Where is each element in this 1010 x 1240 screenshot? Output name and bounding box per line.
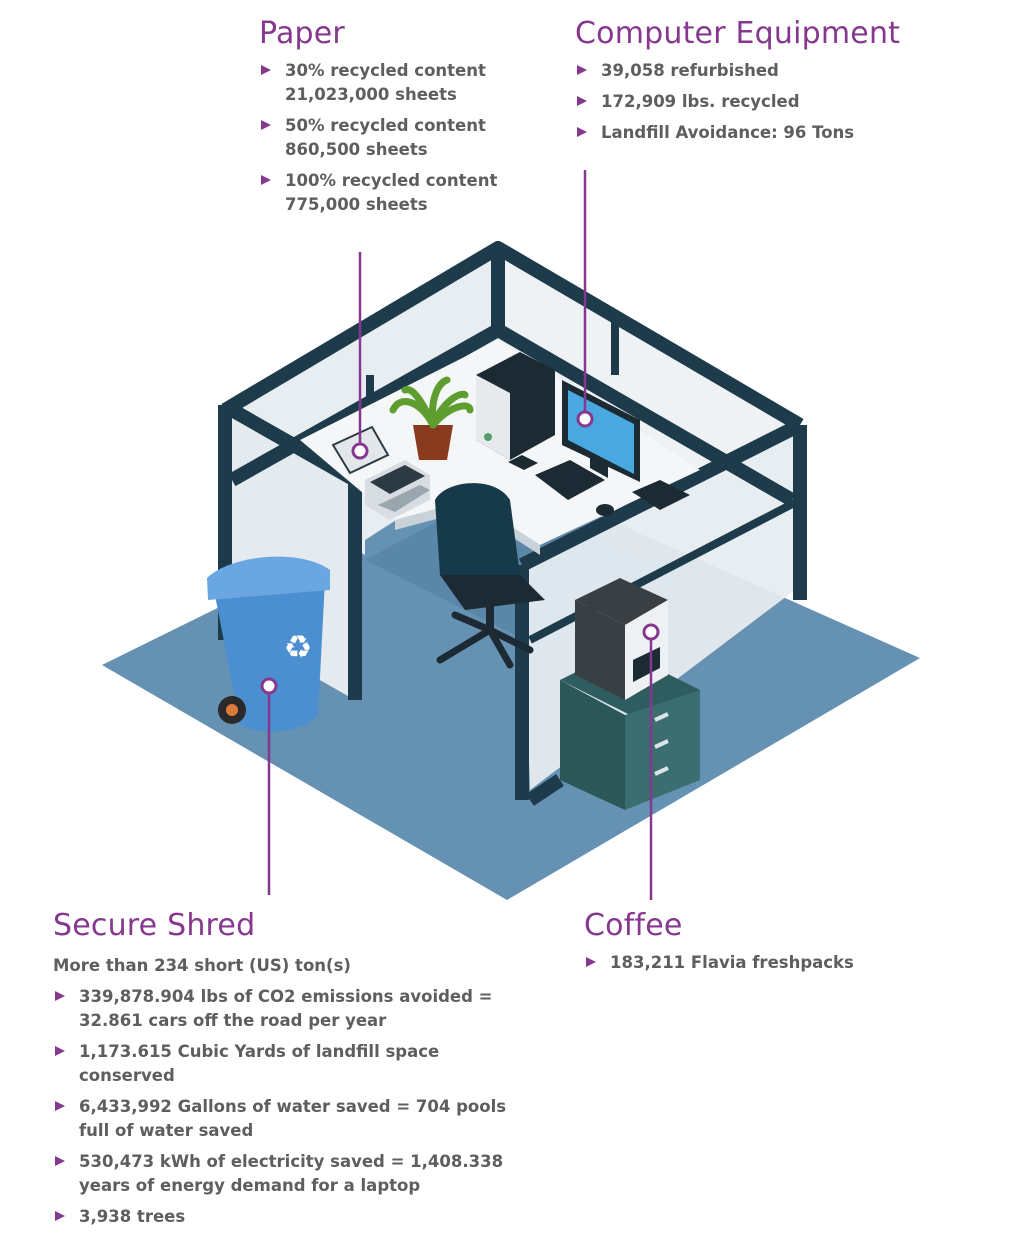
- list-item: 30% recycled content 21,023,000 sheets: [259, 59, 559, 107]
- coffee-machine: [575, 578, 668, 700]
- list-item: Landfill Avoidance: 96 Tons: [575, 121, 995, 145]
- list-item: 3,938 trees: [53, 1205, 513, 1229]
- callout-dots: [260, 410, 660, 695]
- router: [632, 480, 690, 510]
- list-item: 172,909 lbs. recycled: [575, 90, 995, 114]
- recycle-icon: ♻: [284, 628, 313, 666]
- keyboard: [535, 460, 605, 500]
- callout-dot-shred: [260, 677, 278, 695]
- list-item: 1,173.615 Cubic Yards of landfill space …: [53, 1040, 513, 1088]
- paper-list: 30% recycled content 21,023,000 sheets 50…: [259, 59, 559, 217]
- callout-dot-computer: [576, 410, 594, 428]
- shred-list: 339,878.904 lbs of CO2 emissions avoided…: [53, 985, 513, 1229]
- office-chair: [435, 483, 545, 669]
- coffee-section: Coffee 183,211 Flavia freshpacks: [584, 908, 984, 975]
- callout-dot-coffee: [642, 623, 660, 641]
- list-item: 339,878.904 lbs of CO2 emissions avoided…: [53, 985, 513, 1033]
- coffee-title: Coffee: [584, 908, 683, 943]
- printer: [365, 460, 430, 520]
- shred-section: Secure Shred More than 234 short (US) to…: [53, 908, 513, 1229]
- list-item: 530,473 kWh of electricity saved = 1,408…: [53, 1150, 513, 1198]
- recycling-bin: ♻: [207, 556, 330, 732]
- desk-edge: [395, 500, 540, 555]
- list-item: 39,058 refurbished: [575, 59, 995, 83]
- list-item: 183,211 Flavia freshpacks: [584, 951, 984, 975]
- computer-tower: [476, 352, 555, 460]
- list-item: 6,433,992 Gallons of water saved = 704 p…: [53, 1095, 513, 1143]
- computer-title: Computer Equipment: [575, 16, 901, 51]
- shred-title: Secure Shred: [53, 908, 256, 943]
- callout-lines: [267, 170, 653, 900]
- computer-section: Computer Equipment 39,058 refurbished 172…: [575, 16, 995, 145]
- mouse: [596, 504, 614, 516]
- phone: [508, 455, 538, 470]
- shred-lead: More than 234 short (US) ton(s): [53, 956, 351, 975]
- plant: [389, 376, 474, 460]
- paper-title: Paper: [259, 16, 345, 51]
- paper-section: Paper 30% recycled content 21,023,000 sh…: [259, 16, 559, 217]
- coffee-list: 183,211 Flavia freshpacks: [584, 951, 984, 975]
- callout-dot-paper: [351, 442, 369, 460]
- list-item: 50% recycled content 860,500 sheets: [259, 114, 559, 162]
- list-item: 100% recycled content 775,000 sheets: [259, 169, 559, 217]
